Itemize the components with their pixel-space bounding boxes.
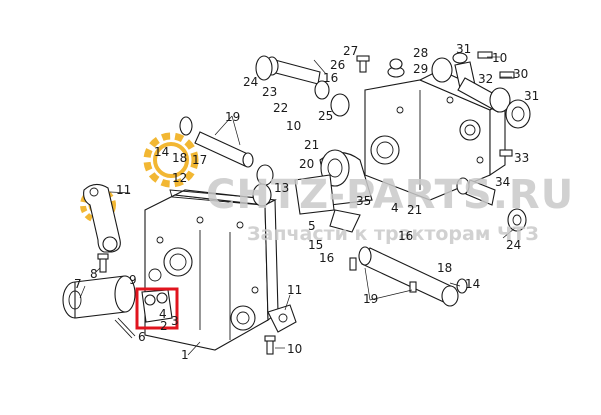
callout-8: 8 — [90, 267, 98, 281]
watermark: CHTZ-PARTS.RU Запчасти к тракторам ЧТЗ — [206, 172, 574, 245]
callout-3: 3 — [171, 314, 179, 328]
callout-35: 35 — [356, 194, 371, 208]
callout-14-a: 14 — [154, 145, 169, 159]
callout-11-b: 11 — [287, 283, 302, 297]
callout-11-a: 11 — [116, 183, 131, 197]
callout-25: 25 — [318, 109, 333, 123]
bolts-lower — [97, 253, 297, 355]
callout-32: 32 — [478, 72, 493, 86]
callout-10-b: 10 — [492, 51, 507, 65]
callout-10-a: 10 — [286, 119, 301, 133]
callout-22: 22 — [273, 101, 288, 115]
callout-21-a: 21 — [304, 138, 319, 152]
watermark-tagline: Запчасти к тракторам ЧТЗ — [247, 223, 539, 245]
callout-18-b: 18 — [437, 261, 452, 275]
callout-2: 2 — [160, 319, 168, 333]
callout-20: 20 — [299, 157, 314, 171]
watermark-brand: CHTZ-PARTS.RU — [206, 172, 574, 218]
callout-14-b: 14 — [465, 277, 480, 291]
callout-29: 29 — [413, 62, 428, 76]
callout-7: 7 — [74, 277, 82, 291]
callout-31-a: 31 — [456, 42, 471, 56]
callout-18-a: 18 — [172, 151, 187, 165]
callout-26: 26 — [330, 58, 345, 72]
callout-21-b: 21 — [407, 203, 422, 217]
callout-5: 5 — [308, 219, 316, 233]
callout-31-b: 31 — [524, 89, 539, 103]
highlighted-part — [135, 287, 179, 330]
callout-30: 30 — [513, 67, 528, 81]
callout-17: 17 — [192, 153, 207, 167]
callout-33: 33 — [514, 151, 529, 165]
leader-lines — [79, 56, 516, 356]
callout-13: 13 — [274, 181, 289, 195]
center-assembly — [255, 55, 373, 233]
callout-27: 27 — [343, 44, 358, 58]
callout-4: 4 — [159, 307, 167, 321]
callout-19-b: 19 — [363, 292, 378, 306]
callouts: 1 2 3 4 5 6 7 8 9 10 10 10 11 11 12 13 1… — [74, 42, 539, 362]
callout-15: 15 — [308, 238, 323, 252]
callout-10-c: 10 — [287, 342, 302, 356]
callout-16-a: 16 — [323, 71, 338, 85]
callout-9: 9 — [129, 273, 137, 287]
callout-34: 34 — [495, 175, 510, 189]
callout-4-small: 4 — [391, 201, 399, 215]
callout-16-b: 16 — [319, 251, 334, 265]
callout-6: 6 — [138, 330, 146, 344]
callout-12: 12 — [172, 171, 187, 185]
lower-left-sleeve — [62, 275, 136, 339]
lower-right-shaft — [349, 149, 527, 307]
callout-23: 23 — [262, 85, 277, 99]
upper-shaft — [179, 116, 274, 207]
lever-arm — [83, 183, 121, 253]
callout-16-c: 16 — [398, 229, 413, 243]
callout-24-a: 24 — [243, 75, 258, 89]
callout-24-b: 24 — [506, 238, 521, 252]
callout-19-a: 19 — [225, 110, 240, 124]
upper-right-parts — [356, 51, 531, 129]
callout-1: 1 — [181, 348, 189, 362]
callout-28: 28 — [413, 46, 428, 60]
